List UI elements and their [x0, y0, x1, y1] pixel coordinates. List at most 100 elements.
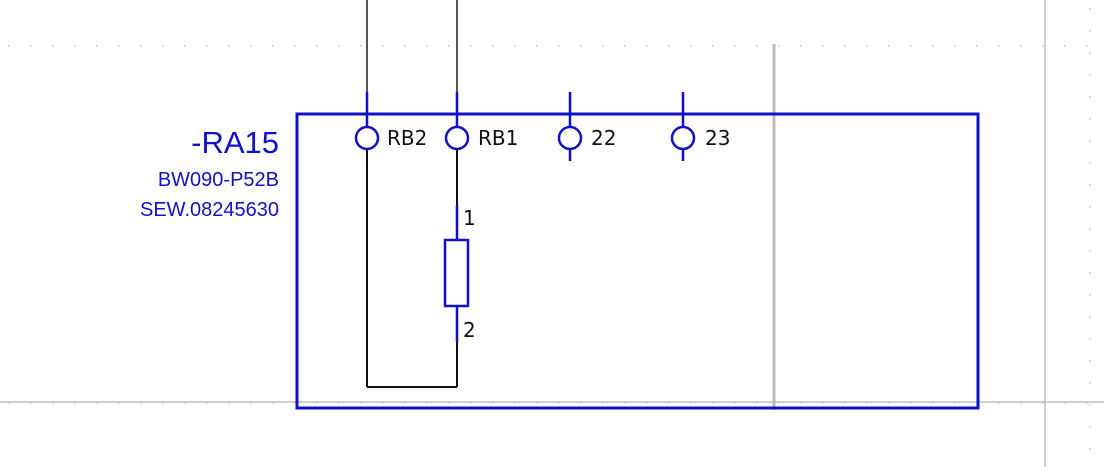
part-number[interactable]: BW090-P52B	[157, 169, 279, 191]
grid-dot	[470, 45, 472, 47]
terminal-22[interactable]	[557, 92, 583, 161]
grid-dot	[1086, 402, 1088, 404]
grid-dot	[1042, 402, 1044, 404]
grid-dot	[1020, 45, 1022, 47]
grid-dot	[1089, 140, 1091, 142]
grid-dot	[162, 402, 164, 404]
grid-dot	[1089, 404, 1091, 406]
grid-dot	[536, 402, 538, 404]
terminal-rb2[interactable]	[354, 92, 380, 151]
grid-dot	[1089, 52, 1091, 54]
grid-dot	[382, 45, 384, 47]
grid-dot	[514, 402, 516, 404]
device-tag[interactable]: -RA15	[191, 125, 279, 160]
grid-dot	[646, 402, 648, 404]
resistor-symbol[interactable]	[443, 205, 470, 342]
grid-dot	[250, 45, 252, 47]
grid-dot	[998, 402, 1000, 404]
grid-dot	[1089, 250, 1091, 252]
resistor-icon	[443, 238, 470, 308]
grid-dot	[1089, 338, 1091, 340]
grid-dot	[206, 45, 208, 47]
grid-dot	[96, 45, 98, 47]
grid-dot	[844, 45, 846, 47]
grid-dot	[888, 402, 890, 404]
terminal-circle-icon	[557, 125, 583, 151]
grid-dot	[52, 402, 54, 404]
terminal-label-rb2: RB2	[387, 126, 428, 150]
grid-dot	[140, 45, 142, 47]
grid-dot	[360, 402, 362, 404]
grid-dot	[822, 402, 824, 404]
grid-dot	[294, 45, 296, 47]
terminal-rb1[interactable]	[444, 92, 470, 151]
grid-dot	[1089, 74, 1091, 76]
terminal-circle-icon	[354, 125, 380, 151]
terminal-circle-icon	[444, 125, 470, 151]
grid-dot	[712, 402, 714, 404]
grid-dot	[888, 45, 890, 47]
grid-dot	[624, 45, 626, 47]
terminal-23[interactable]	[670, 92, 696, 161]
grid-dot	[602, 45, 604, 47]
grid-dot	[118, 45, 120, 47]
grid-dot	[492, 402, 494, 404]
grid-dot	[96, 402, 98, 404]
grid-dot	[910, 402, 912, 404]
grid-dot	[74, 402, 76, 404]
grid-dot	[646, 45, 648, 47]
grid-dot	[932, 45, 934, 47]
grid-dot	[668, 402, 670, 404]
resistor-pin-1-label: 1	[463, 206, 476, 230]
grid-dot	[536, 45, 538, 47]
grid-dot	[1089, 206, 1091, 208]
grid-dot	[514, 45, 516, 47]
grid-dot	[1089, 162, 1091, 164]
grid-dot	[954, 402, 956, 404]
grid-dot	[734, 402, 736, 404]
grid-dot	[580, 402, 582, 404]
grid-dot	[1064, 402, 1066, 404]
grid-dot	[426, 402, 428, 404]
grid-dot	[162, 45, 164, 47]
grid-dot	[140, 402, 142, 404]
grid-dot	[690, 45, 692, 47]
grid-dot	[1089, 360, 1091, 362]
grid-dot	[1064, 45, 1066, 47]
grid-dot	[1089, 184, 1091, 186]
grid-dot	[1089, 382, 1091, 384]
grid-dot	[426, 45, 428, 47]
grid-dot	[470, 402, 472, 404]
grid-dot	[272, 45, 274, 47]
grid-dot	[272, 402, 274, 404]
grid-dot	[360, 45, 362, 47]
grid-dot	[580, 45, 582, 47]
grid-dot	[404, 402, 406, 404]
grid-dot	[1089, 426, 1091, 428]
grid-dot	[228, 402, 230, 404]
grid-dot	[954, 45, 956, 47]
grid-dot	[602, 402, 604, 404]
grid-dot	[756, 45, 758, 47]
device-box[interactable]	[295, 112, 980, 410]
grid-dot	[844, 402, 846, 404]
grid-dot	[74, 45, 76, 47]
grid-dot	[206, 402, 208, 404]
grid-dot	[690, 402, 692, 404]
grid-dot	[1020, 402, 1022, 404]
grid-dot	[800, 45, 802, 47]
grid-dot	[1089, 118, 1091, 120]
grid-dot	[228, 45, 230, 47]
grid-dot	[30, 45, 32, 47]
order-number[interactable]: SEW.08245630	[140, 199, 279, 221]
grid-dot	[8, 402, 10, 404]
grid-dot	[338, 45, 340, 47]
grid-dot	[118, 402, 120, 404]
grid-dot	[316, 45, 318, 47]
terminal-label-23: 23	[705, 126, 731, 150]
grid-dot	[778, 402, 780, 404]
grid-dot	[1089, 272, 1091, 274]
grid-dot	[1089, 294, 1091, 296]
grid-dot	[52, 45, 54, 47]
